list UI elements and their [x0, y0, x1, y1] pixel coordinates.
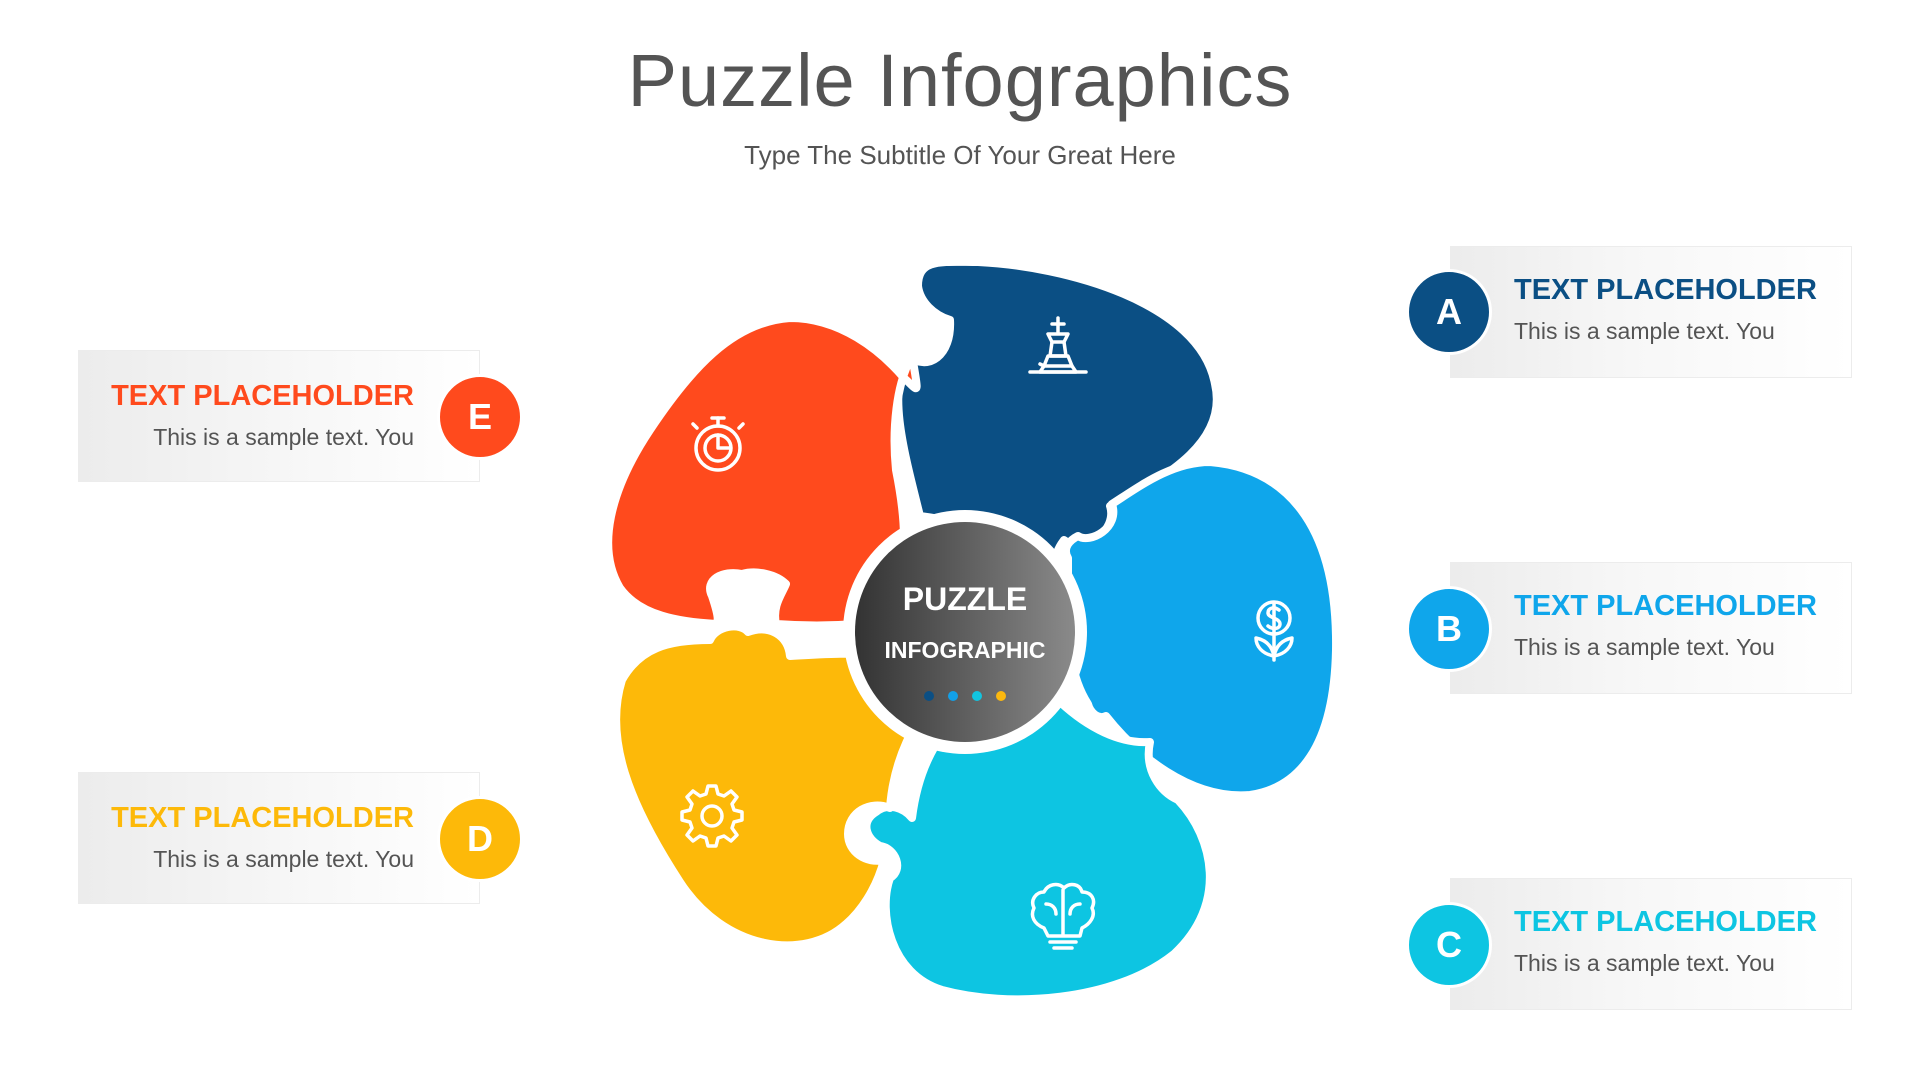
item-card-d [78, 772, 480, 904]
item-text-b: This is a sample text. You [1514, 634, 1775, 660]
item-text-a: This is a sample text. You [1514, 318, 1775, 344]
item-title-b: TEXT PLACEHOLDER [1514, 590, 1817, 622]
item-title-a: TEXT PLACEHOLDER [1514, 274, 1817, 306]
brain-bulb-icon [1030, 882, 1096, 950]
center-dot [972, 691, 982, 701]
item-card-b [1450, 562, 1852, 694]
item-title-c: TEXT PLACEHOLDER [1514, 906, 1817, 938]
badge-b: B [1406, 586, 1492, 672]
badge-d: D [437, 796, 523, 882]
page-title: Puzzle Infographics [627, 39, 1293, 122]
item-card-e [78, 350, 480, 482]
item-card-a [1450, 246, 1852, 378]
item-card-c [1450, 878, 1852, 1010]
puzzle-piece-b[interactable] [1061, 458, 1341, 800]
item-title-d: TEXT PLACEHOLDER [111, 802, 414, 834]
item-text-d: This is a sample text. You [153, 846, 414, 872]
gear-icon [680, 784, 744, 848]
stopwatch-icon [691, 416, 745, 472]
money-plant-icon [1254, 600, 1294, 662]
puzzle-piece-d[interactable] [612, 622, 922, 950]
center-dot [924, 691, 934, 701]
badge-a: A [1406, 269, 1492, 355]
item-text-c: This is a sample text. You [1514, 950, 1775, 976]
center-title: PUZZLE [903, 581, 1027, 617]
center-subtitle: INFOGRAPHIC [885, 637, 1046, 663]
item-text-e: This is a sample text. You [153, 424, 414, 450]
chess-king-icon [1028, 316, 1088, 374]
center-circle [855, 522, 1075, 742]
badge-c: C [1406, 902, 1492, 988]
puzzle-piece-c[interactable] [862, 698, 1214, 1004]
center-dot [996, 691, 1006, 701]
center-dot [948, 691, 958, 701]
item-title-e: TEXT PLACEHOLDER [111, 380, 414, 412]
center-dots [924, 691, 1006, 701]
badge-e: E [437, 374, 523, 460]
page-subtitle: Type The Subtitle Of Your Great Here [744, 140, 1176, 170]
